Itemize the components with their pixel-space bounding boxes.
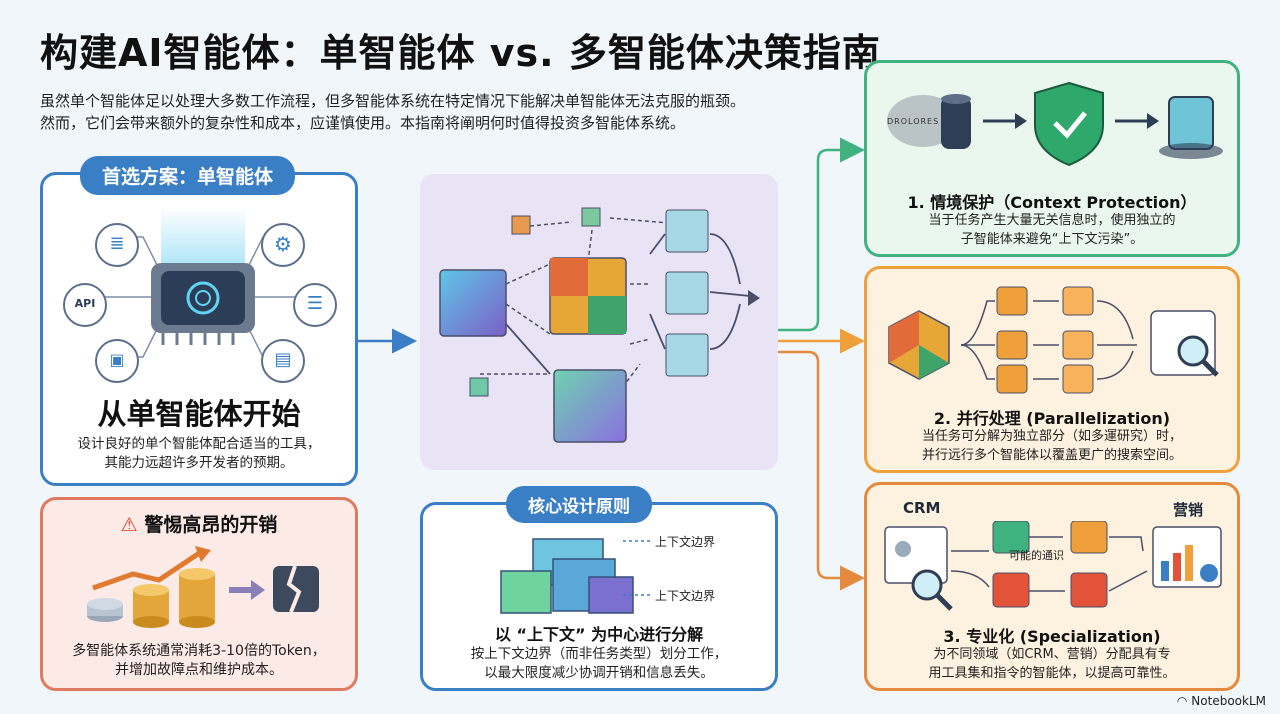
principle-badge: 核心设计原则 — [506, 486, 652, 523]
specialization-illustration — [884, 521, 1222, 611]
single-agent-heading: 从单智能体开始 — [97, 397, 301, 431]
context-desc-2: 子智能体来避免“上下文污染”。 — [960, 232, 1144, 247]
principle-heading: 以 “上下文” 为中心进行分解 — [494, 625, 704, 644]
single-agent-badge: 首选方案：单智能体 — [80, 156, 296, 195]
parallel-desc-1: 当任务可分解为独立部分（如多運研究）时， — [921, 429, 1182, 444]
crm-label: CRM — [903, 499, 941, 517]
intro-line-1: 虽然单个智能体足以处理大多数工作流程，但多智能体系统在特定情况下能解决单智能体无… — [40, 92, 746, 110]
cost-illustration — [87, 546, 319, 628]
chip-illustration — [103, 207, 303, 358]
context-protection-card: DROLORES 1. 情境保护（Context Protection） 当于任… — [864, 60, 1240, 257]
context-protection-illustration — [887, 81, 1223, 167]
cost-warning-card: ⚠ 警惕高昂的开销 多智能体系统通常消耗3-10倍的Token， 并增加故障点和… — [40, 497, 358, 691]
cost-heading-row: ⚠ 警惕高昂的开销 — [43, 510, 355, 537]
context-boundary-cubes — [500, 538, 634, 614]
parallelization-card: 2. 并行处理 (Parallelization) 当任务可分解为独立部分（如多… — [864, 266, 1240, 473]
cost-heading: 警惕高昂的开销 — [144, 514, 278, 536]
multi-agent-graph — [439, 207, 760, 443]
multi-agent-panel — [420, 174, 778, 470]
special-desc-2: 用工具集和指令的智能体，以提高可靠性。 — [928, 666, 1176, 681]
boundary-markers — [623, 540, 651, 596]
notebooklm-icon: ◠ — [1176, 694, 1188, 708]
api-icon: API — [63, 283, 107, 327]
page-title: 构建AI智能体：单智能体 vs. 多智能体决策指南 — [40, 31, 881, 75]
parallelization-illustration — [888, 286, 1219, 394]
boundary-label-1: 上下文边界 — [655, 535, 716, 549]
context-desc: 当于任务产生大量无关信息时，使用独立的 子智能体来避免“上下文污染”。 — [867, 211, 1237, 249]
brand-logo: ◠ NotebookLM — [1177, 694, 1266, 708]
parallel-heading: 2. 并行处理 (Parallelization) — [933, 409, 1171, 428]
database-icon: ≣ — [95, 223, 139, 267]
warning-icon: ⚠ — [120, 514, 138, 536]
special-desc: 为不同领域（如CRM、营销）分配具有专 用工具集和指令的智能体，以提高可靠性。 — [867, 645, 1237, 683]
browser-icon: ▣ — [95, 339, 139, 383]
cost-desc-1: 多智能体系统通常消耗3-10倍的Token， — [72, 643, 326, 659]
arrow-to-special — [778, 350, 865, 591]
parallel-desc-2: 并行远行多个智能体以覆盖更广的搜索空间。 — [921, 448, 1182, 463]
cost-desc-2: 并增加故障点和维护成本。 — [115, 662, 283, 678]
gear-icon: ⚙ — [261, 223, 305, 267]
code-doc-icon: ☰ — [293, 283, 337, 327]
comm-label: 可能的通识 — [1009, 549, 1064, 562]
cost-desc: 多智能体系统通常消耗3-10倍的Token， 并增加故障点和维护成本。 — [43, 642, 355, 680]
arrow-to-context — [778, 137, 865, 332]
special-desc-1: 为不同领域（如CRM、营销）分配具有专 — [933, 647, 1171, 662]
brand-text: NotebookLM — [1191, 694, 1266, 708]
principle-desc-2: 以最大限度减少协调开销和信息丢失。 — [484, 665, 714, 681]
single-agent-desc-1: 设计良好的单个智能体配合适当的工具， — [77, 436, 321, 452]
single-agent-desc-2: 其能力远超许多开发者的预期。 — [104, 455, 294, 471]
noise-label: DROLORES — [887, 117, 940, 126]
specialization-card: CRM 营销 可能的通识 3. 专业化 (Specialization) 为不同… — [864, 482, 1240, 691]
parallel-desc: 当任务可分解为独立部分（如多運研究）时， 并行远行多个智能体以覆盖更广的搜索空间… — [867, 427, 1237, 465]
single-agent-card: ≣ ⚙ API ☰ ▣ ▤ 从单智能体开始 设计良好的单个智能体配合适当的工具，… — [40, 172, 358, 486]
context-desc-1: 当于任务产生大量无关信息时，使用独立的 — [928, 213, 1176, 228]
principle-desc: 按上下文边界（而非任务类型）划分工作， 以最大限度减少协调开销和信息丢失。 — [423, 645, 775, 683]
principle-desc-1: 按上下文边界（而非任务类型）划分工作， — [470, 646, 728, 662]
document-icon: ▤ — [261, 339, 305, 383]
context-heading: 1. 情境保护（Context Protection） — [907, 193, 1197, 212]
design-principle-card: 上下文边界 上下文边界 以 “上下文” 为中心进行分解 按上下文边界（而非任务类… — [420, 502, 778, 691]
marketing-label: 营销 — [1173, 501, 1204, 519]
boundary-label-2: 上下文边界 — [655, 589, 716, 603]
single-agent-desc: 设计良好的单个智能体配合适当的工具， 其能力远超许多开发者的预期。 — [43, 435, 355, 473]
intro-line-2: 然而，它们会带来额外的复杂性和成本，应谨慎使用。本指南将阐明何时值得投资多智能体… — [40, 114, 686, 132]
special-heading: 3. 专业化 (Specialization) — [943, 627, 1161, 646]
intro-text: 虽然单个智能体足以处理大多数工作流程，但多智能体系统在特定情况下能解决单智能体无… — [40, 90, 840, 134]
